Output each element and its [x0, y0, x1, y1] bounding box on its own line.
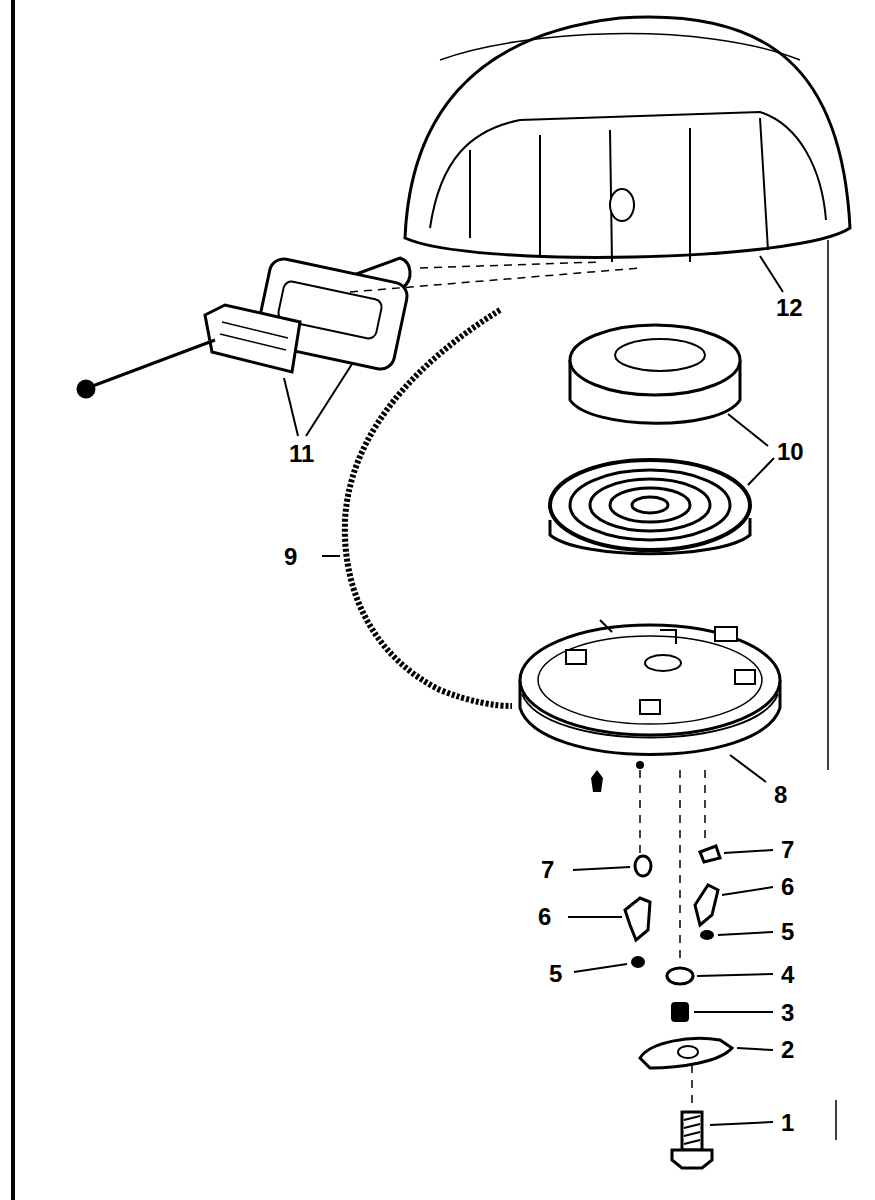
small-spring: [671, 1002, 689, 1022]
recoil-spring-and-cup: [550, 325, 750, 554]
callout-number: 4: [780, 963, 795, 987]
small-pin: [591, 770, 603, 792]
dashed-line: [679, 770, 681, 965]
leader-line: [710, 1122, 773, 1125]
leader-line: [574, 964, 627, 972]
pawl: [695, 885, 718, 925]
leader-line: [306, 364, 352, 436]
callout-number: 7: [540, 858, 555, 882]
callout-number: 3: [780, 1001, 795, 1025]
pawl-spring: [635, 856, 651, 876]
dashed-line: [704, 770, 706, 840]
frame-line: [827, 240, 829, 770]
leader-line: [694, 1011, 773, 1013]
starter-housing: [405, 17, 850, 262]
callout-number: 2: [780, 1038, 795, 1062]
washer: [667, 968, 693, 984]
pawl: [625, 898, 650, 940]
pawl-spring: [700, 846, 720, 862]
callout-number: 6: [537, 905, 552, 929]
callout-number: 11: [288, 442, 315, 466]
callout-number: 5: [548, 962, 563, 986]
starter-handle: [78, 256, 410, 397]
leader-line: [748, 458, 774, 485]
leader-line: [722, 887, 773, 895]
leader-line: [568, 916, 622, 918]
dashed-line: [639, 770, 641, 855]
callout-number: 8: [773, 783, 788, 807]
leader-line: [573, 867, 630, 870]
frame-line: [835, 1100, 837, 1140]
starter-rope: [345, 310, 512, 706]
leader-line: [284, 378, 298, 436]
bolt: [672, 1112, 712, 1168]
dashed-line: [691, 1065, 693, 1110]
callout-number: 9: [283, 545, 298, 569]
callout-number: 7: [780, 838, 795, 862]
small-pin: [636, 761, 644, 769]
rope-pulley: [520, 620, 780, 755]
retainer-hole: [678, 1046, 698, 1058]
callout-number: 6: [780, 875, 795, 899]
callout-number: 10: [776, 440, 805, 464]
retainer: [640, 1038, 732, 1068]
callout-number: 1: [780, 1111, 795, 1135]
leader-line: [724, 850, 773, 853]
leader-line: [728, 414, 768, 446]
leader-line: [730, 755, 766, 782]
leader-line: [697, 974, 773, 976]
callout-number: 12: [775, 296, 804, 320]
callout-number: 5: [780, 920, 795, 944]
leader-line: [737, 1048, 773, 1050]
small-spring: [700, 930, 714, 940]
leader-line: [760, 256, 783, 292]
small-spring: [631, 956, 645, 968]
dashed-line: [420, 262, 600, 268]
dashed-line: [350, 268, 640, 292]
frame-line: [11, 0, 15, 1200]
leader-line: [718, 932, 773, 935]
leader-line: [322, 555, 340, 557]
